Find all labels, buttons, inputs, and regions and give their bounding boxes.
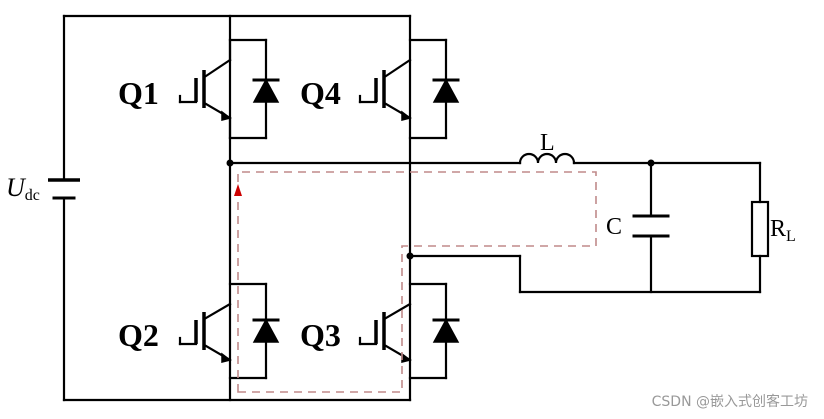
q2-igbt — [178, 282, 268, 380]
watermark: CSDN @嵌入式创客工坊 — [651, 394, 808, 410]
dc-source-label: Udc — [6, 173, 40, 204]
q2-diode — [252, 318, 280, 343]
load-label: RL — [770, 216, 796, 245]
current-path — [237, 171, 597, 393]
q1-label: Q1 — [118, 75, 159, 111]
output-wiring — [226, 152, 770, 294]
dc-bus-wiring — [62, 14, 412, 402]
capacitor-label: C — [606, 214, 622, 240]
q4-diode — [432, 78, 460, 103]
q1-igbt — [178, 38, 268, 140]
q3-igbt — [358, 282, 448, 380]
q1-diode — [252, 78, 280, 103]
q3-label: Q3 — [300, 317, 341, 353]
q3-diode — [432, 318, 460, 343]
inductor-label: L — [540, 130, 555, 156]
q4-igbt — [358, 38, 448, 140]
dc-source — [48, 178, 80, 200]
current-direction-arrow — [234, 184, 242, 196]
q2-label: Q2 — [118, 317, 159, 353]
q4-label: Q4 — [300, 75, 341, 111]
